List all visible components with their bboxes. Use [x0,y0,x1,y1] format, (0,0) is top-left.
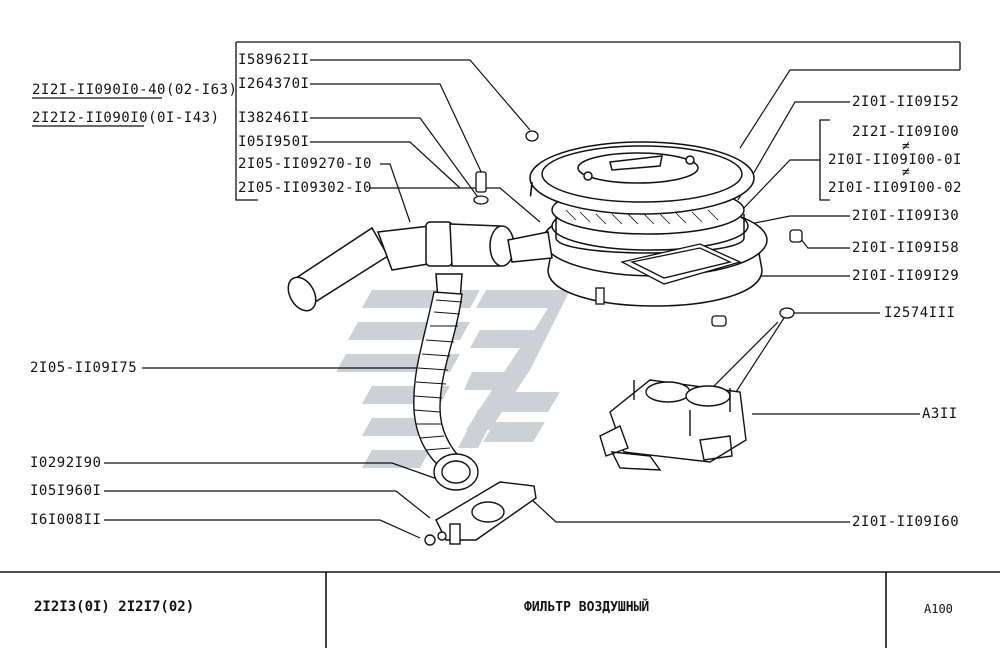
callout-right-5: 2I0I-II09I30 [852,208,960,224]
callout-left-8: I0292I90 [30,455,102,471]
callout-right-10: 2I0I-II09I60 [852,514,960,530]
filter-mesh [565,209,719,225]
callout-right-1: 2I0I-II09I52 [852,94,960,110]
callout-left-5: 2I05-II09270-I0 [238,156,372,172]
applicability-part-1: 2I2I-II090I0-40 [32,82,166,98]
callout-right-8: I2574III [884,305,956,321]
applicability-note-2: (0I-I43) [148,110,220,126]
leader-lines [104,59,960,539]
applicability-line-1: 2I2I-II090I0-40(02-I63) [32,82,237,98]
footer-models: 2I2I3(0I) 2I2I7(02) [34,599,195,615]
studs-nuts [473,130,803,327]
callout-right-2: 2I2I-II09I00 [852,124,960,140]
callout-left-4: I05I950I [238,134,310,150]
footer-title: ФИЛЬТР ВОЗДУШНЫЙ [524,600,650,615]
not-equal-sign-1: ≠ [902,139,910,154]
applicability-note-1: (02-I63) [165,82,238,98]
callout-left-10: I6I008II [30,512,102,528]
callout-right-9: А3II [922,406,958,422]
gasket-plate [620,243,742,285]
callout-left-2: I264370I [238,76,310,92]
not-equal-sign-2: ≠ [902,165,910,180]
callout-left-3: I38246II [238,110,310,126]
carburetor [599,379,747,471]
callout-left-6: 2I05-II09302-I0 [238,180,372,196]
air-filter-housing [529,141,768,307]
corrugated-hose [413,291,466,471]
callout-left-9: I05I960I [30,483,102,499]
callout-right-4: 2I0I-II09I00-02 [828,180,962,196]
intake-pipe [287,221,553,312]
footer-page: А100 [924,602,953,616]
callout-right-7: 2I0I-II09I29 [852,268,960,284]
callout-right-3: 2I0I-II09I00-0I [828,152,962,168]
hose-clamp-bracket [424,453,537,546]
footer-frame [0,571,1000,648]
applicability-line-2: 2I2I2-II090I0(0I-I43) [32,110,220,126]
callout-left-1: I58962II [238,52,310,68]
callout-left-7: 2I05-II09I75 [30,360,138,376]
callout-right-6: 2I0I-II09I58 [852,240,960,256]
applicability-part-2: 2I2I2-II090I0 [32,110,149,126]
